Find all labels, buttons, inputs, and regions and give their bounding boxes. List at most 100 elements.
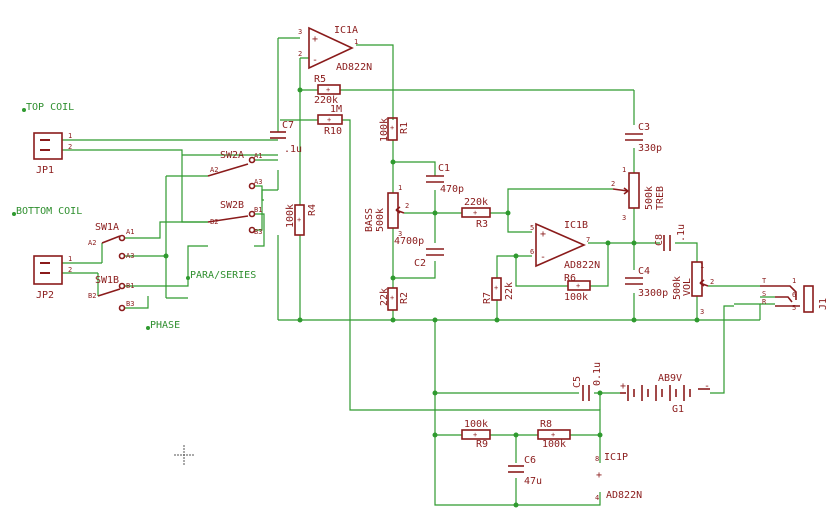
- svg-text:500k: 500k: [375, 208, 386, 232]
- svg-text:1: 1: [68, 132, 72, 140]
- svg-text:3: 3: [622, 214, 626, 222]
- svg-text:C1: C1: [438, 163, 450, 174]
- svg-text:VOL: VOL: [682, 278, 693, 296]
- c4-capacitor: C4 3300p: [625, 266, 668, 299]
- battery-9v: + - AB9V G1: [620, 373, 710, 415]
- svg-text:1: 1: [622, 166, 626, 174]
- r7-resistor: + R7 22k: [482, 277, 515, 304]
- svg-text:100k: 100k: [379, 118, 390, 142]
- svg-text:5: 5: [792, 304, 796, 312]
- svg-text:6: 6: [792, 291, 796, 299]
- svg-text:.1u: .1u: [676, 224, 687, 242]
- svg-text:100k: 100k: [564, 292, 588, 303]
- svg-text:R4: R4: [307, 204, 318, 216]
- svg-text:1M: 1M: [330, 104, 342, 115]
- svg-text:R: R: [762, 298, 767, 306]
- svg-text:4700p: 4700p: [394, 236, 424, 247]
- sw2a-switch: SW2A A2 A1 A3: [207, 150, 262, 190]
- sw1b-switch: SW1B B2 B1 B3: [88, 275, 134, 312]
- svg-text:AD822N: AD822N: [606, 490, 642, 501]
- svg-text:J1: J1: [818, 298, 829, 310]
- svg-text:+: +: [494, 284, 498, 292]
- c2-capacitor: 4700p C2: [394, 236, 444, 269]
- svg-text:A3: A3: [126, 252, 134, 260]
- r5-resistor: + R5 220k: [314, 74, 341, 106]
- r4-resistor: + 100k R4: [285, 204, 318, 236]
- svg-text:AB9V: AB9V: [658, 373, 682, 384]
- svg-text:2: 2: [611, 180, 615, 188]
- crosshair-cursor-icon: [174, 445, 194, 465]
- svg-text:3300p: 3300p: [638, 288, 668, 299]
- svg-text:4: 4: [595, 494, 599, 502]
- svg-text:1: 1: [354, 38, 358, 46]
- svg-text:100k: 100k: [464, 419, 488, 430]
- svg-text:SW1A: SW1A: [95, 222, 119, 233]
- svg-text:R5: R5: [314, 74, 326, 85]
- svg-text:R2: R2: [399, 292, 410, 304]
- svg-text:330p: 330p: [638, 143, 662, 154]
- svg-text:.1u: .1u: [284, 144, 302, 155]
- svg-text:+: +: [326, 86, 330, 94]
- r8-resistor: + R8 100k: [537, 419, 571, 450]
- svg-text:C3: C3: [638, 122, 650, 133]
- c1-capacitor: C1 470p: [426, 163, 464, 195]
- svg-text:+: +: [390, 124, 394, 132]
- svg-text:+: +: [473, 431, 477, 439]
- svg-text:22k: 22k: [504, 282, 515, 300]
- svg-text:500k: 500k: [644, 186, 655, 210]
- svg-text:B1: B1: [254, 206, 262, 214]
- svg-text:220k: 220k: [464, 197, 488, 208]
- svg-text:+: +: [596, 470, 602, 481]
- svg-text:-: -: [540, 252, 546, 263]
- svg-text:T: T: [762, 277, 767, 285]
- svg-text:100k: 100k: [285, 204, 296, 228]
- svg-text:B1: B1: [126, 282, 134, 290]
- c6-capacitor: C6 47u: [508, 455, 542, 487]
- svg-text:A2: A2: [88, 239, 96, 247]
- para-series-label: PARA/SERIES: [190, 270, 256, 281]
- r6-resistor: + R6 100k: [564, 273, 591, 303]
- svg-text:100k: 100k: [542, 439, 566, 450]
- svg-text:G1: G1: [672, 404, 684, 415]
- svg-text:IC1B: IC1B: [564, 220, 588, 231]
- svg-text:B2: B2: [88, 292, 96, 300]
- svg-text:C6: C6: [524, 455, 536, 466]
- bottom-coil-label: BOTTOM COIL: [16, 206, 82, 217]
- svg-text:+: +: [473, 209, 477, 217]
- wires: [62, 37, 775, 506]
- svg-text:B3: B3: [126, 300, 134, 308]
- svg-text:+: +: [312, 34, 318, 45]
- svg-text:2: 2: [710, 278, 714, 286]
- svg-text:C2: C2: [414, 258, 426, 269]
- svg-text:3: 3: [398, 230, 402, 238]
- jp1-connector: 1 2 JP1: [33, 132, 72, 176]
- svg-text:C7: C7: [282, 120, 294, 131]
- svg-text:+: +: [576, 282, 580, 290]
- svg-text:1: 1: [700, 262, 704, 270]
- svg-text:7: 7: [586, 236, 590, 244]
- c3-capacitor: C3 330p: [625, 122, 662, 154]
- svg-text:SW2A: SW2A: [220, 150, 244, 161]
- svg-text:R1: R1: [399, 122, 410, 134]
- svg-text:+: +: [297, 216, 301, 224]
- svg-text:5: 5: [530, 224, 534, 232]
- svg-text:C8: C8: [654, 234, 665, 246]
- svg-text:1: 1: [792, 277, 796, 285]
- jp1-label: JP1: [36, 165, 54, 176]
- treble-potentiometer: 1 3 2 500k TREB: [611, 166, 666, 222]
- svg-text:-: -: [312, 55, 318, 66]
- svg-text:A2: A2: [210, 166, 218, 174]
- jp2-connector: 1 2 JP2: [33, 255, 72, 301]
- svg-text:2: 2: [68, 266, 72, 274]
- svg-text:47u: 47u: [524, 476, 542, 487]
- c7-capacitor: C7 .1u: [270, 120, 302, 155]
- volume-potentiometer: 1 3 2 500k VOL: [672, 261, 714, 316]
- r9-resistor: + 100k R9: [461, 419, 491, 450]
- svg-text:+: +: [620, 381, 626, 392]
- output-jack-j1: T S R 1 6 5 J1: [760, 277, 829, 313]
- svg-text:C4: C4: [638, 266, 650, 277]
- svg-text:-: -: [704, 381, 710, 392]
- r2-resistor: + 22k R2: [379, 287, 410, 311]
- svg-text:S: S: [762, 290, 766, 298]
